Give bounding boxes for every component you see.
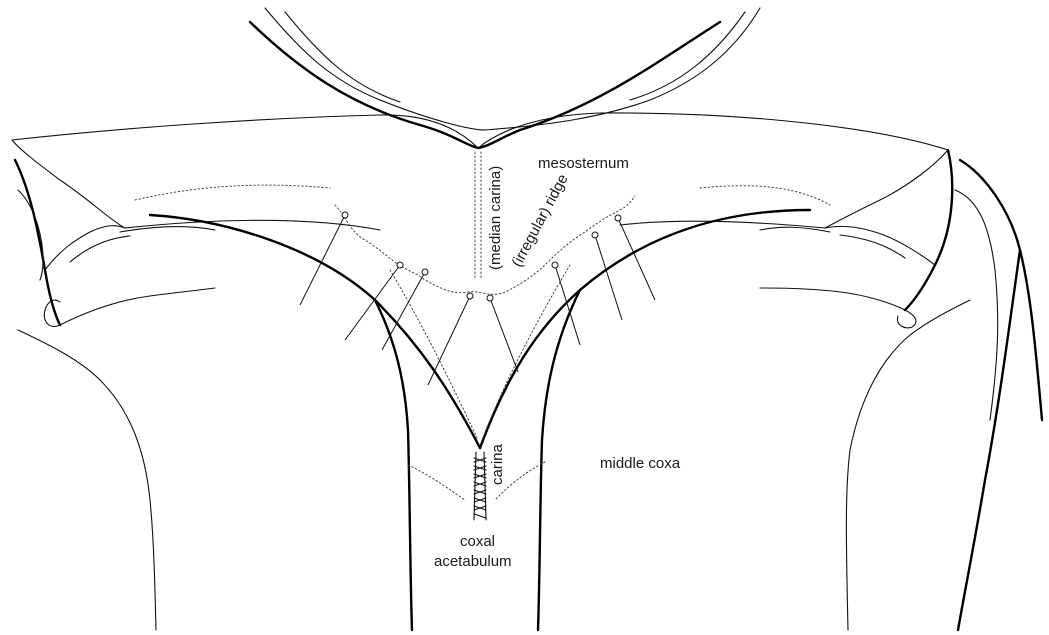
- mesosternum-margin-right: [700, 186, 830, 205]
- mesosternum-margin-left: [135, 185, 330, 200]
- upper-sclerite: [250, 8, 760, 148]
- label-carina: carina: [489, 443, 506, 485]
- bristle: [615, 215, 655, 300]
- label-irregular-ridge: (irregular) ridge: [509, 171, 572, 270]
- right-lateral: [760, 150, 1042, 630]
- carina-hatching: [474, 452, 486, 520]
- bristle: [487, 295, 518, 372]
- bristles: [300, 212, 655, 385]
- bristle: [428, 293, 473, 385]
- label-coxal: coxal: [460, 533, 495, 550]
- irregular-ridge: [335, 196, 635, 294]
- label-mesosternum: mesosternum: [538, 155, 629, 172]
- bristle: [300, 212, 348, 305]
- bristle: [382, 269, 428, 350]
- median-carina-lines: [475, 152, 481, 278]
- coxa-inner-dotted: [390, 265, 570, 500]
- label-median-carina: (median carina): [487, 166, 504, 270]
- label-acetabulum: acetabulum: [434, 553, 512, 570]
- left-lateral: [15, 160, 215, 630]
- label-middle-coxa: middle coxa: [600, 455, 681, 472]
